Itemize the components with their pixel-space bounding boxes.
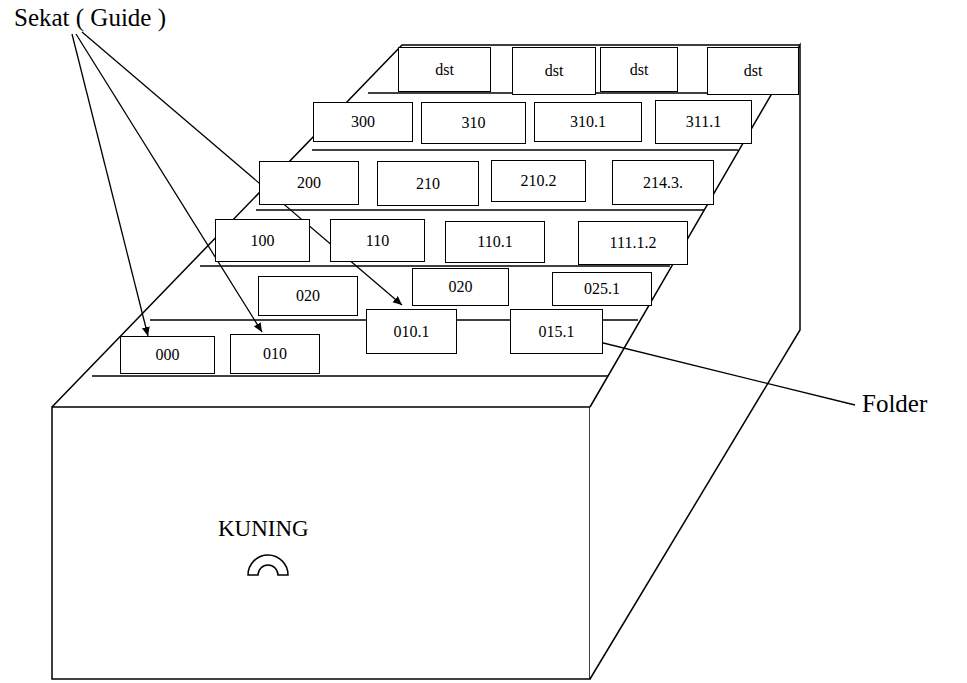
tab-box: 000 [120, 336, 215, 374]
tab-label: 010 [263, 345, 287, 363]
tab-box: 110 [330, 219, 425, 262]
callout-label: Sekat ( Guide ) [14, 4, 166, 32]
tab-box: 100 [215, 219, 310, 262]
tab-label: dst [630, 61, 649, 79]
tab-box: 210.2 [491, 160, 586, 202]
tab-box: 311.1 [655, 100, 752, 144]
tab-label: 210 [416, 175, 440, 193]
tab-label: 300 [351, 113, 375, 131]
tab-box: 110.1 [445, 221, 545, 263]
tab-label: 111.1.2 [610, 234, 657, 252]
drawer-color-label: KUNING [218, 516, 309, 542]
tab-box: 111.1.2 [578, 221, 688, 265]
tab-label: 015.1 [539, 323, 575, 341]
tab-box: 010.1 [366, 309, 457, 354]
callout-label: Folder [862, 390, 927, 418]
tab-box: 015.1 [510, 309, 603, 354]
tab-box: 020 [258, 276, 358, 316]
tab-box: 310.1 [534, 102, 642, 142]
tab-label: 311.1 [686, 113, 721, 131]
tab-box: 210 [377, 161, 479, 206]
tab-label: 110.1 [477, 233, 512, 251]
tab-label: dst [435, 61, 454, 79]
tab-box: dst [600, 47, 678, 92]
tab-label: 200 [297, 174, 321, 192]
tab-box: 025.1 [552, 272, 652, 306]
tab-box: dst [398, 47, 491, 92]
tab-label: 025.1 [584, 280, 620, 298]
tab-label: 310 [462, 114, 486, 132]
tab-label: 100 [251, 232, 275, 250]
tab-box: 214.3. [612, 160, 714, 205]
tab-box: 010 [230, 334, 320, 374]
tab-label: 210.2 [521, 172, 557, 190]
tab-label: 000 [156, 346, 180, 364]
tab-label: 310.1 [570, 113, 606, 131]
tab-label: dst [545, 62, 564, 80]
tab-box: 300 [313, 102, 413, 142]
tab-label: 020 [296, 287, 320, 305]
tab-box: 310 [421, 102, 526, 144]
tab-label: 110 [366, 232, 389, 250]
tab-label: 020 [449, 278, 473, 296]
tab-box: dst [512, 47, 596, 95]
tab-label: 010.1 [394, 323, 430, 341]
tab-box: 200 [259, 161, 359, 205]
tab-box: 020 [412, 268, 509, 306]
tab-label: 214.3. [643, 174, 683, 192]
tab-label: dst [744, 62, 763, 80]
tab-box: dst [707, 47, 799, 95]
